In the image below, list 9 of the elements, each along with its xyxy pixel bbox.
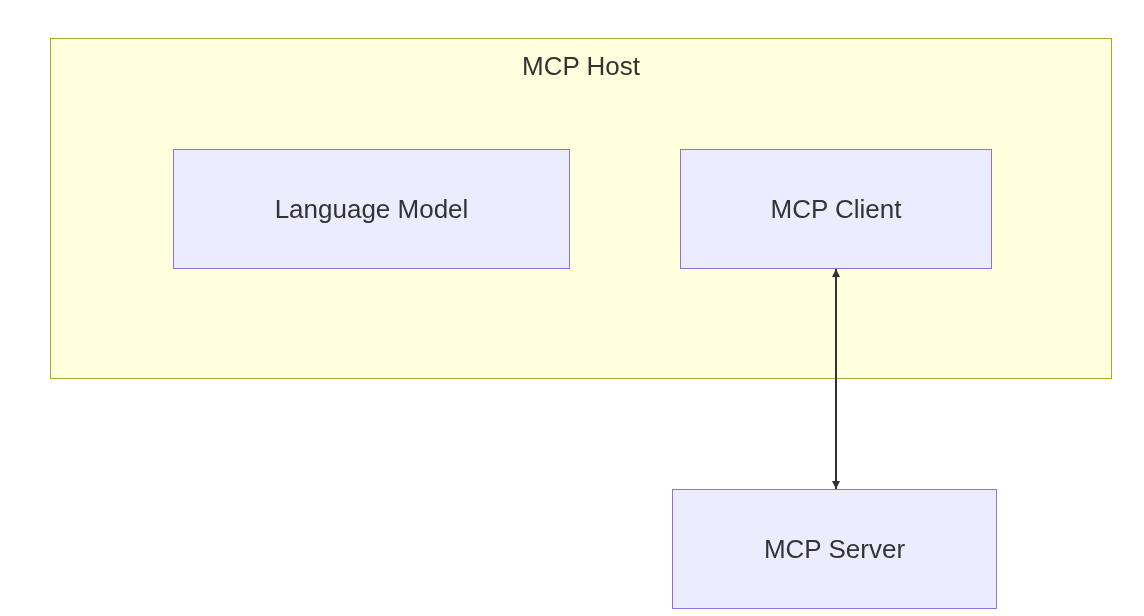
group-container — [50, 38, 1112, 379]
box-label: Language Model — [274, 193, 469, 225]
process-box — [672, 489, 997, 609]
process-box — [173, 149, 570, 269]
box-label: MCP Client — [770, 193, 902, 225]
group-title: MCP Host — [521, 51, 641, 82]
process-box — [680, 149, 992, 269]
box-label: MCP Server — [763, 533, 906, 565]
arrow — [832, 268, 840, 490]
